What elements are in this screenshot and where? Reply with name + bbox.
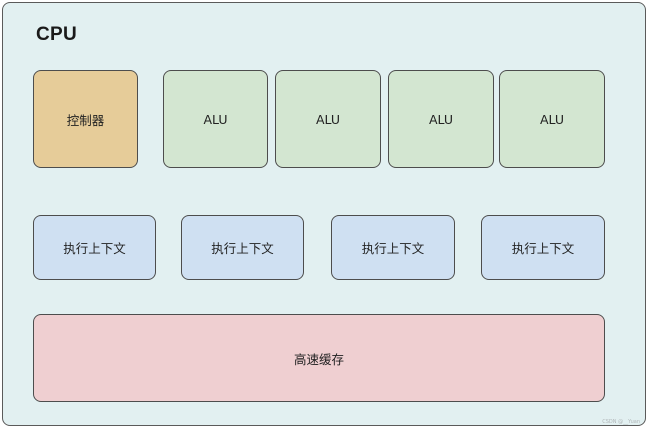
alu-label: ALU <box>539 111 565 127</box>
cache-block: 高速缓存 <box>33 314 605 402</box>
cpu-title: CPU <box>36 24 78 45</box>
cache-label: 高速缓存 <box>293 351 344 367</box>
execution-context-block: 执行上下文 <box>331 215 455 280</box>
execution-context-label: 执行上下文 <box>211 241 274 256</box>
execution-context-block: 执行上下文 <box>181 215 304 280</box>
execution-context-label: 执行上下文 <box>511 241 575 256</box>
alu-block: ALU <box>163 70 268 168</box>
alu-label: ALU <box>203 111 228 127</box>
controller-block: 控制器 <box>33 70 138 168</box>
alu-block: ALU <box>388 70 494 168</box>
alu-block: ALU <box>275 70 381 168</box>
alu-block: ALU <box>499 70 605 168</box>
alu-label: ALU <box>428 111 454 127</box>
execution-context-block: 执行上下文 <box>33 215 156 280</box>
controller-label: 控制器 <box>66 112 105 128</box>
watermark: CSDN @__Yuan <box>602 419 640 425</box>
execution-context-label: 执行上下文 <box>361 241 425 256</box>
alu-label: ALU <box>315 111 341 127</box>
execution-context-block: 执行上下文 <box>481 215 605 280</box>
execution-context-label: 执行上下文 <box>63 241 126 256</box>
